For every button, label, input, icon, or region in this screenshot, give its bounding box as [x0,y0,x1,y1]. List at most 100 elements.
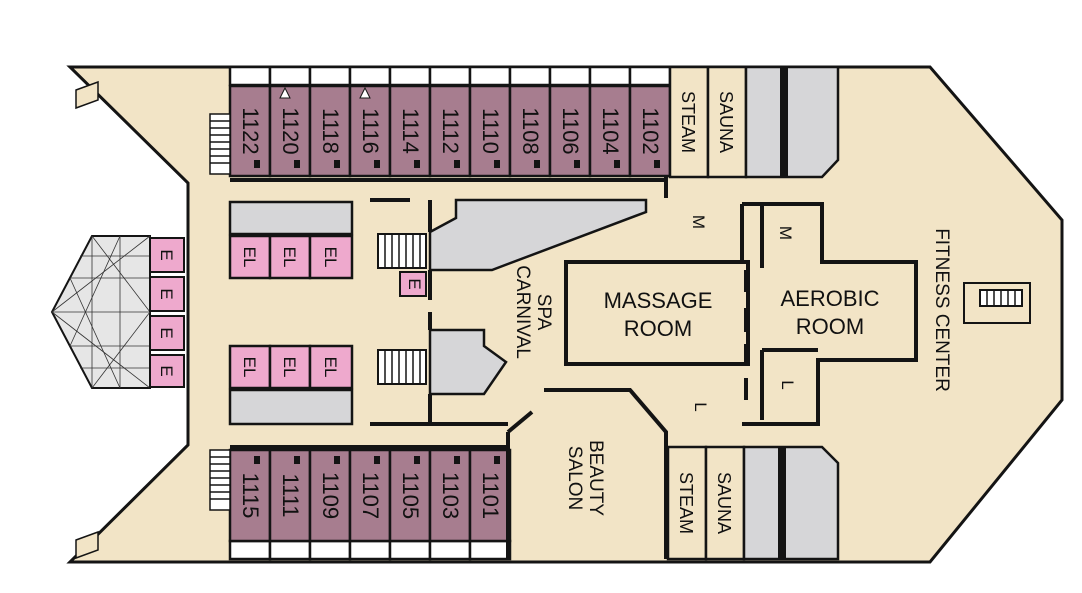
elevator-bank-top: EL EL EL [228,234,354,280]
cabin-door-marker [534,160,540,168]
elevator-el [228,344,272,390]
cabin-window [228,539,272,561]
massage-room-label: ROOM [624,316,692,341]
deck-edge-mark [75,80,99,110]
cabin-door-marker [334,160,340,168]
restroom-ladies-label: L [778,380,797,389]
stairs-icon [377,349,427,385]
cabin: 1107 [348,448,392,561]
cabin-window [348,539,392,561]
cabin: 1102 [628,65,672,178]
cabin-room [268,448,312,543]
cabin-number: 1110 [478,108,503,154]
cabin-number: 1115 [238,473,263,519]
cabin-door-marker [614,160,620,168]
cabin-window [228,65,272,87]
restroom-men-label: M [689,215,708,229]
cabin-window [468,65,512,87]
cabin-door-marker [454,456,460,464]
cabin: 1111 [268,448,312,561]
cabin-number: 1107 [358,472,383,519]
wheelchair-icon [279,86,291,99]
cabin-number: 1106 [558,107,583,154]
cabin-number: 1122 [238,107,263,154]
cabin-window [388,539,432,561]
sauna-room-top [706,65,748,179]
restroom-men-label: M [776,226,795,240]
service-block [228,200,354,236]
cabin-window [428,65,472,87]
elevator-el [308,234,354,280]
spa-service-area-top [428,198,648,272]
cabin-door-marker [494,160,500,168]
cabin: 1120 [268,65,312,178]
cabin-number: 1101 [478,472,503,519]
cabin: 1116 [348,65,392,178]
stairs-icon [377,233,427,269]
fitness-center-label: FITNESS CENTER [931,228,952,392]
aerobic-room [740,202,918,426]
elevator-bank-bow: E E E E [149,237,185,388]
cabin-number: 1102 [638,107,663,154]
cabin-number: 1111 [278,473,303,517]
cabin-door-marker [374,456,380,464]
cabin-window [268,539,312,561]
cabin-room [388,84,432,178]
cabin-door-marker [294,456,300,464]
cabin-door-marker [654,160,660,168]
cabin: 1118 [308,65,352,178]
stairs-icon [209,113,231,175]
cabin-number: 1116 [358,108,383,154]
elevator-e-label: E [157,365,176,376]
steam-label-bottom: STEAM [676,472,696,534]
elevator-el-label: EL [280,247,299,268]
cabin: 1103 [428,448,472,561]
cabin-window [268,65,312,87]
cabin-window [468,539,512,561]
massage-room-label: MASSAGE [604,288,713,313]
elevator-el [268,344,312,390]
beauty-salon-label: BEAUTY [585,440,606,516]
spa-carnival-label: CARNIVAL [512,265,533,359]
wheelchair-icon [359,86,371,99]
cabin: 1109 [308,448,352,561]
cabin: 1106 [548,65,592,178]
cabin: 1108 [508,65,552,178]
cabin: 1110 [468,65,512,178]
cabin-window [508,65,552,87]
elevator-el [268,234,312,280]
cabin-number: 1103 [438,472,463,519]
elevator-e-label: E [157,288,176,299]
elevator-e [149,276,185,312]
elevator-el-label: EL [321,357,340,378]
cabin-door-marker [574,160,580,168]
service-block [228,388,354,426]
elevator-e [149,237,185,273]
elevator-e-label: E [405,278,424,289]
elevator-el-label: EL [240,247,259,268]
elevator-el-label: EL [240,357,259,378]
cabin-room [308,84,352,178]
cabin-door-marker [254,160,260,168]
elevator-el-label: EL [280,357,299,378]
cabin: 1112 [428,65,472,178]
cabin-door-marker [334,456,340,464]
cabin: 1115 [228,448,272,561]
cabin-room [628,84,672,178]
aerobic-room-label: AEROBIC [780,286,879,311]
cabin-number: 1109 [318,472,343,519]
cabin-window [388,65,432,87]
elevator-e-label: E [157,249,176,260]
cabin-number: 1112 [438,108,463,154]
stairs-icon [209,449,231,511]
cabin-door-marker [414,456,420,464]
cabin-room [468,448,512,543]
cabin-door-marker [454,160,460,168]
cabin-number: 1114 [398,108,423,154]
cabin: 1104 [588,65,632,178]
cabin-window [348,65,392,87]
cabin-room [348,448,392,543]
cabin-window [588,65,632,87]
